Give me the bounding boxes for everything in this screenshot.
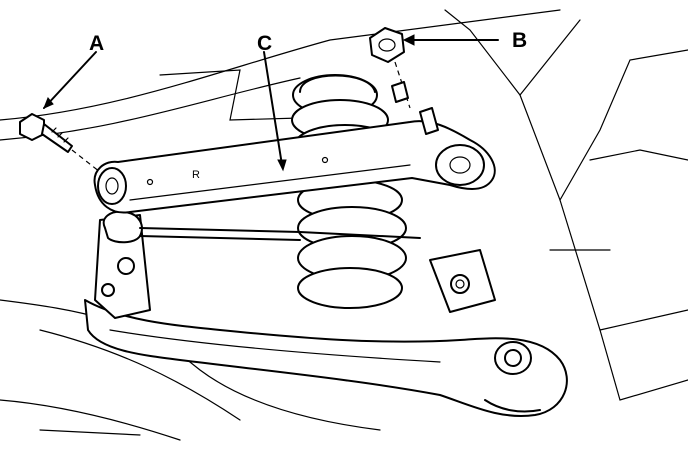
coil-spring — [291, 74, 407, 309]
upper-arm-c — [93, 107, 496, 214]
nut-b-icon — [369, 27, 411, 109]
arm-stamp: R — [192, 169, 200, 181]
stabilizer-link — [94, 210, 421, 319]
bolt-a-icon — [19, 113, 101, 173]
lower-control-arm — [84, 249, 568, 417]
callout-leaders — [43, 34, 499, 172]
callout-b-label: B — [512, 29, 527, 52]
callout-a-label: A — [89, 32, 104, 55]
callout-c-label: C — [257, 32, 272, 55]
